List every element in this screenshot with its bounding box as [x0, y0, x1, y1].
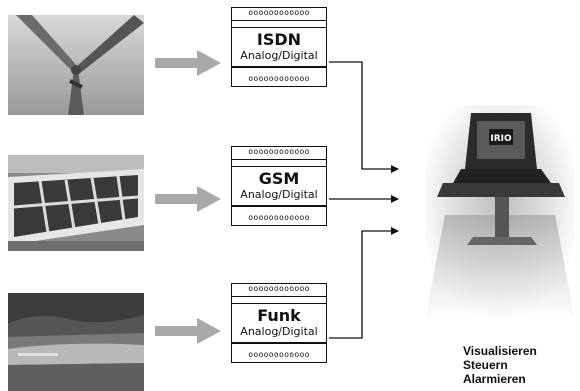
- arrow-right-icon: [155, 50, 221, 76]
- module-top-terminals: oooooooooooo: [248, 8, 310, 17]
- landscape-photo: [8, 293, 144, 391]
- arrow-right-icon: [155, 318, 221, 344]
- funk-module: oooooooooooo Funk Analog/Digital ooooooo…: [231, 283, 327, 363]
- isdn-connector: [329, 61, 399, 173]
- module-bottom-terminals: oooooooooooo: [248, 213, 310, 222]
- module-subtitle: Analog/Digital: [240, 188, 318, 201]
- wind-turbine-photo: [8, 15, 144, 115]
- arrow-right-icon: [155, 186, 221, 212]
- module-title: ISDN: [256, 30, 302, 49]
- function-label-alarm: Alarmieren: [463, 372, 526, 386]
- isdn-module: oooooooooooo ISDN Analog/Digital ooooooo…: [231, 7, 327, 87]
- monitor-label: IRIO: [490, 134, 512, 144]
- function-labels: Visualisieren Steuern Alarmieren: [463, 344, 537, 386]
- module-top-terminals: oooooooooooo: [248, 147, 310, 156]
- module-subtitle: Analog/Digital: [240, 325, 318, 338]
- module-subtitle: Analog/Digital: [240, 49, 318, 62]
- module-bottom-terminals: oooooooooooo: [248, 74, 310, 83]
- module-title: Funk: [257, 306, 301, 325]
- module-bottom-terminals: oooooooooooo: [248, 350, 310, 359]
- gsm-module: oooooooooooo GSM Analog/Digital oooooooo…: [231, 146, 327, 226]
- function-label-visualize: Visualisieren: [463, 344, 537, 358]
- module-title: GSM: [258, 169, 300, 188]
- computer-terminal-image: IRIO: [425, 105, 575, 320]
- funk-connector: [329, 227, 399, 339]
- module-top-terminals: oooooooooooo: [248, 284, 310, 293]
- function-label-control: Steuern: [463, 358, 508, 372]
- water-basin-photo: [8, 155, 144, 251]
